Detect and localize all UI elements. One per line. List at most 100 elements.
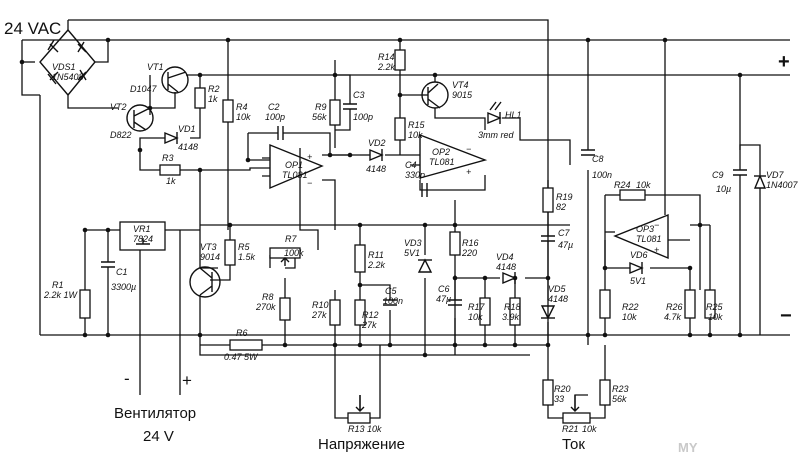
hl1-ref: HL1 bbox=[505, 110, 522, 120]
op2-plus: + bbox=[466, 167, 471, 177]
vt4-value: 9015 bbox=[452, 90, 473, 100]
r22-ref: R22 bbox=[622, 302, 639, 312]
potentiometer-r13: R13 10k bbox=[347, 395, 382, 434]
resistor-r24: R24 10k bbox=[614, 180, 651, 201]
resistor-r11: R11 2.2k bbox=[354, 244, 386, 273]
vd1-value: 4148 bbox=[178, 142, 198, 152]
vd2-ref: VD2 bbox=[368, 138, 386, 148]
r5-ref: R5 bbox=[238, 242, 250, 252]
vd5-ref: VD5 bbox=[548, 284, 567, 294]
r24-value: 10k bbox=[636, 180, 651, 190]
r4-ref: R4 bbox=[236, 102, 248, 112]
opamp-op3: − + OP3 TL081 bbox=[613, 213, 669, 260]
r22-value: 10k bbox=[622, 312, 637, 322]
vt3-value: 9014 bbox=[200, 252, 220, 262]
r23-ref: R23 bbox=[612, 384, 629, 394]
c9-ref: C9 bbox=[712, 170, 724, 180]
resistor-r14: R14 2.2k bbox=[377, 49, 406, 72]
r21-ref: R21 bbox=[562, 424, 579, 434]
trimmer-r7: R7 100k bbox=[269, 234, 304, 266]
capacitor-c2: C2 100p bbox=[265, 102, 290, 140]
r14-value: 2.2k bbox=[377, 62, 396, 72]
r16-ref: R16 bbox=[462, 238, 479, 248]
vt1-ref: VT1 bbox=[147, 62, 164, 72]
resistor-r16: R16 220 bbox=[449, 231, 479, 258]
r5-value: 1.5k bbox=[238, 252, 256, 262]
c8-value: 100n bbox=[592, 170, 612, 180]
op3-value: TL081 bbox=[636, 234, 662, 244]
fan-minus: - bbox=[124, 369, 130, 388]
r13-ref: R13 bbox=[348, 424, 365, 434]
op1-minus: − bbox=[307, 178, 312, 188]
capacitor-c4: C4 330p bbox=[405, 160, 428, 197]
r9-value: 56k bbox=[312, 112, 327, 122]
transistor-vt4: VT4 9015 bbox=[420, 80, 473, 109]
diode-vd4: VD4 4148 bbox=[496, 252, 517, 285]
capacitor-c1: C1 3300µ bbox=[101, 261, 136, 298]
capacitor-c7: C7 47µ bbox=[541, 228, 573, 250]
vd4-ref: VD4 bbox=[496, 252, 514, 262]
rail-plus: + bbox=[778, 51, 790, 73]
led-hl1: HL1 3mm red bbox=[478, 101, 522, 140]
c8-ref: C8 bbox=[592, 154, 604, 164]
r6-value: 0.47 5W bbox=[224, 352, 259, 362]
r26-ref: R26 bbox=[666, 302, 683, 312]
transistor-vt1: VT1 D1047 bbox=[130, 62, 189, 94]
resistor-r4: R4 10k bbox=[222, 99, 251, 123]
resistor-r18: R18 3.9k bbox=[502, 297, 521, 326]
c2-value: 100p bbox=[265, 112, 285, 122]
vd4-value: 4148 bbox=[496, 262, 516, 272]
potentiometer-r21: R21 10k bbox=[562, 395, 597, 434]
transistor-vt2: VT2 D822 bbox=[110, 102, 154, 140]
current-label: Ток bbox=[562, 436, 585, 453]
c9-value: 10µ bbox=[716, 184, 731, 194]
vd7-ref: VD7 bbox=[766, 170, 785, 180]
vd6-value: 5V1 bbox=[630, 276, 646, 286]
c3-value: 100p bbox=[353, 112, 373, 122]
diode-vd7: VD7 1N4007 bbox=[753, 170, 799, 200]
c6-ref: C6 bbox=[438, 284, 450, 294]
r7-ref: R7 bbox=[285, 234, 297, 244]
resistor-r17: R17 10k bbox=[468, 297, 491, 326]
r8-ref: R8 bbox=[262, 292, 274, 302]
r18-ref: R18 bbox=[504, 302, 521, 312]
c3-ref: C3 bbox=[353, 90, 365, 100]
wiring bbox=[21, 19, 790, 419]
bridge-rectifier-vds1: VDS1 1N5408 bbox=[39, 28, 96, 97]
r11-ref: R11 bbox=[368, 250, 384, 260]
vd1-ref: VD1 bbox=[178, 124, 196, 134]
vr1-value: 7824 bbox=[133, 234, 153, 244]
vt4-ref: VT4 bbox=[452, 80, 469, 90]
r10-ref: R10 bbox=[312, 300, 329, 310]
fan-title: Вентилятор bbox=[114, 405, 196, 422]
r3-ref: R3 bbox=[162, 153, 174, 163]
c1-ref: C1 bbox=[116, 267, 128, 277]
vt1-value: D1047 bbox=[130, 84, 158, 94]
r20-ref: R20 bbox=[554, 384, 571, 394]
vd5-value: 4148 bbox=[548, 294, 568, 304]
c7-value: 47µ bbox=[558, 240, 573, 250]
vd7-value: 1N4007 bbox=[766, 180, 799, 190]
r20-value: 33 bbox=[554, 394, 564, 404]
vds1-ref: VDS1 bbox=[52, 62, 76, 72]
resistor-r19: R19 82 bbox=[542, 187, 573, 213]
op3-ref: OP3 bbox=[636, 224, 654, 234]
r16-value: 220 bbox=[461, 248, 477, 258]
r17-value: 10k bbox=[468, 312, 483, 322]
op3-plus: + bbox=[654, 245, 659, 255]
r18-value: 3.9k bbox=[502, 312, 520, 322]
capacitor-c9: C9 10µ bbox=[712, 169, 747, 200]
junction-dots bbox=[19, 37, 743, 358]
vds1-value: 1N5408 bbox=[52, 72, 84, 82]
diode-vd5: VD5 4148 bbox=[540, 284, 568, 320]
vd2-value: 4148 bbox=[366, 164, 386, 174]
c4-value: 330p bbox=[405, 170, 425, 180]
opamp-op2: − + OP2 TL081 bbox=[419, 133, 488, 179]
resistor-r5: R5 1.5k bbox=[224, 239, 256, 266]
vd3-ref: VD3 bbox=[404, 238, 422, 248]
r14-ref: R14 bbox=[378, 52, 395, 62]
op3-minus: − bbox=[654, 220, 659, 230]
r12-ref: R12 bbox=[362, 310, 379, 320]
r1-value: 2.2k 1W bbox=[43, 290, 79, 300]
c5-value: 100n bbox=[383, 296, 403, 306]
